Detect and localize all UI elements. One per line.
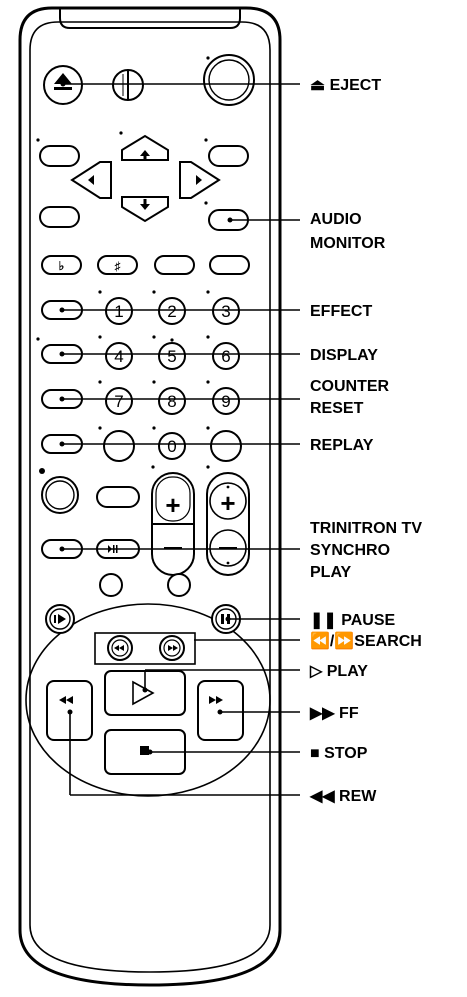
- label-play-sync: PLAY: [310, 564, 352, 581]
- label-synchro: SYNCHRO: [310, 542, 390, 559]
- key-8[interactable]: 8: [152, 380, 186, 415]
- search-forward-button[interactable]: [159, 635, 185, 661]
- right-top-button[interactable]: [204, 138, 249, 167]
- blank-button-1[interactable]: [154, 255, 195, 275]
- key-3[interactable]: 3: [206, 290, 240, 325]
- key-3-label: 3: [221, 302, 230, 321]
- small-circle-right[interactable]: [167, 573, 191, 597]
- down-arrow-button[interactable]: [121, 196, 169, 223]
- key-5[interactable]: 5: [152, 335, 186, 370]
- key-9-label: 9: [221, 392, 230, 411]
- sharp-button[interactable]: ♯: [97, 255, 138, 275]
- left-top-button[interactable]: [36, 138, 80, 167]
- label-rew: ◀◀ REW: [309, 788, 377, 805]
- leader-lines: [59, 81, 300, 796]
- key-9[interactable]: 9: [206, 380, 240, 415]
- key-blank-left[interactable]: [98, 426, 135, 462]
- key-6-label: 6: [221, 347, 230, 366]
- right-arrow-button[interactable]: [179, 161, 221, 199]
- flat-button-label: ♭: [59, 259, 65, 273]
- label-replay: REPLAY: [310, 437, 374, 454]
- play-slow-button[interactable]: [45, 604, 75, 634]
- key-blank-right[interactable]: [206, 426, 242, 462]
- sharp-button-label: ♯: [115, 259, 121, 273]
- center-pill-button[interactable]: [96, 486, 140, 508]
- round-button-left[interactable]: [39, 468, 79, 514]
- label-counter: COUNTER: [310, 378, 390, 395]
- key-0-label: 0: [167, 437, 176, 456]
- label-play: ▷ PLAY: [309, 663, 368, 680]
- key-8-label: 8: [167, 392, 176, 411]
- flat-button[interactable]: ♭: [41, 255, 82, 275]
- blank-button-2[interactable]: [209, 255, 250, 275]
- left-arrow-button[interactable]: [70, 161, 112, 199]
- label-monitor: MONITOR: [310, 235, 386, 252]
- key-2[interactable]: 2: [152, 290, 186, 325]
- key-2-label: 2: [167, 302, 176, 321]
- label-pause: ❚❚ PAUSE: [310, 612, 396, 630]
- key-4[interactable]: 4: [98, 335, 133, 370]
- key-6[interactable]: 6: [206, 335, 240, 370]
- search-rewind-button[interactable]: [107, 635, 133, 661]
- left-bottom-button[interactable]: [39, 206, 80, 228]
- label-search: ⏪/⏩SEARCH: [310, 631, 422, 650]
- label-audio: AUDIO: [310, 211, 362, 228]
- label-effect: EFFECT: [310, 303, 372, 320]
- key-0[interactable]: 0: [152, 426, 186, 460]
- callout-labels: ⏏ EJECT AUDIO MONITOR EFFECT DISPLAY COU…: [309, 77, 422, 805]
- label-ff: ▶▶ FF: [309, 705, 359, 722]
- power-button[interactable]: [203, 54, 255, 106]
- small-circle-left[interactable]: [99, 573, 123, 597]
- key-1-label: 1: [114, 302, 123, 321]
- transport-oval: [25, 603, 271, 797]
- up-arrow-button[interactable]: [119, 131, 169, 161]
- mode-switch[interactable]: [112, 69, 144, 101]
- label-stop: ■ STOP: [310, 745, 368, 762]
- label-display: DISPLAY: [310, 347, 378, 364]
- label-trinitron: TRINITRON TV: [310, 520, 422, 537]
- key-7[interactable]: 7: [98, 380, 133, 415]
- key-7-label: 7: [114, 392, 123, 411]
- volume-plus-label: +: [220, 488, 235, 518]
- channel-plus-label: +: [165, 490, 180, 520]
- channel-rocker[interactable]: +: [151, 465, 195, 576]
- play-button[interactable]: [104, 670, 186, 716]
- volume-rocker[interactable]: +: [206, 465, 250, 576]
- label-eject: ⏏ EJECT: [310, 77, 381, 94]
- key-5-label: 5: [167, 347, 176, 366]
- label-reset: RESET: [310, 400, 364, 417]
- key-1[interactable]: 1: [98, 290, 133, 325]
- key-4-label: 4: [114, 347, 123, 366]
